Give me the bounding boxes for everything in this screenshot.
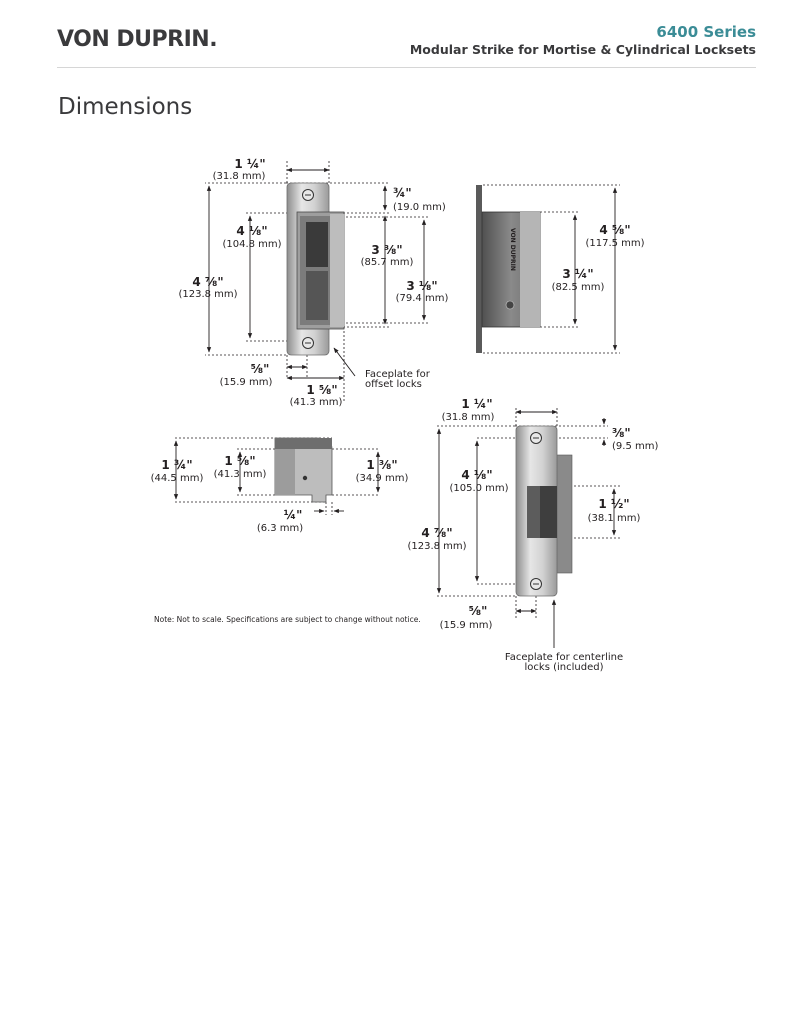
v3-body-depth-mm: (41.3 mm)	[214, 469, 267, 480]
v4-top-width-mm: (31.8 mm)	[442, 412, 495, 423]
side-body-label: VON DUPRIN	[509, 228, 516, 271]
v3-side-depth-mm: (34.9 mm)	[356, 473, 409, 484]
strike-side-view: VON DUPRIN	[476, 185, 541, 353]
v4-callout-line1: Faceplate for centerline	[505, 652, 623, 663]
strike-front-centerline-view	[515, 425, 573, 597]
v4-top-offset: ⅜"	[612, 426, 631, 440]
v1-inner-height-mm: (104.8 mm)	[222, 239, 281, 250]
v4-inner-height-mm: (105.0 mm)	[449, 483, 508, 494]
v4-opening-mm: (38.1 mm)	[588, 513, 641, 524]
v3-body-depth: 1 ⅝"	[224, 454, 255, 468]
v4-callout-line2: locks (included)	[525, 662, 604, 673]
v1-body-height: 3 ⅜"	[371, 243, 402, 257]
v2-body-height-mm: (82.5 mm)	[552, 282, 605, 293]
v1-callout-line2: offset locks	[365, 379, 422, 390]
strike-top-view	[274, 437, 333, 503]
v1-top-offset-mm: (19.0 mm)	[393, 202, 446, 213]
v1-callout-line1: Faceplate for	[365, 369, 431, 380]
v1-bottom-width: 1 ⅝"	[306, 383, 337, 397]
series-title: 6400 Series	[656, 23, 756, 41]
disclaimer-note: Note: Not to scale. Specifications are s…	[154, 615, 421, 624]
v1-inner-height: 4 ⅛"	[236, 224, 267, 238]
v1-top-offset: ¾"	[393, 186, 412, 200]
section-title: Dimensions	[58, 94, 193, 120]
v3-overall-depth-mm: (44.5 mm)	[151, 473, 204, 484]
brand-logo: VON DUPRIN.	[57, 27, 218, 52]
v1-bottom-offset-mm: (15.9 mm)	[220, 377, 273, 388]
v1-total-height: 4 ⅞"	[192, 275, 223, 289]
v4-top-offset-mm: (9.5 mm)	[612, 441, 658, 452]
header-divider	[57, 67, 756, 68]
dimension-lines	[173, 167, 618, 648]
v2-total-height-mm: (117.5 mm)	[585, 238, 644, 249]
v4-bottom-offset: ⅝"	[469, 604, 488, 618]
v1-opening: 3 ⅛"	[406, 279, 437, 293]
v1-top-width: 1 ¼"	[234, 157, 265, 171]
strike-front-offset-view	[286, 182, 345, 356]
v1-body-height-mm: (85.7 mm)	[361, 257, 414, 268]
v3-lip-mm: (6.3 mm)	[257, 523, 303, 534]
v2-body-height: 3 ¼"	[562, 267, 593, 281]
v4-total-height: 4 ⅞"	[421, 526, 452, 540]
v1-opening-mm: (79.4 mm)	[396, 293, 449, 304]
v4-inner-height: 4 ⅛"	[461, 468, 492, 482]
product-subtitle: Modular Strike for Mortise & Cylindrical…	[409, 42, 756, 57]
v1-top-width-mm: (31.8 mm)	[213, 171, 266, 182]
v3-lip: ¼"	[284, 508, 303, 522]
v4-opening: 1 ½"	[598, 497, 629, 511]
v1-total-height-mm: (123.8 mm)	[178, 289, 237, 300]
v4-bottom-offset-mm: (15.9 mm)	[440, 620, 493, 631]
v1-bottom-offset: ⅝"	[251, 362, 270, 376]
v4-top-width: 1 ¼"	[461, 397, 492, 411]
v3-overall-depth: 1 ¾"	[161, 458, 192, 472]
v4-total-height-mm: (123.8 mm)	[407, 541, 466, 552]
v1-bottom-width-mm: (41.3 mm)	[290, 397, 343, 408]
v2-total-height: 4 ⅝"	[599, 223, 630, 237]
v3-side-depth: 1 ⅜"	[366, 458, 397, 472]
